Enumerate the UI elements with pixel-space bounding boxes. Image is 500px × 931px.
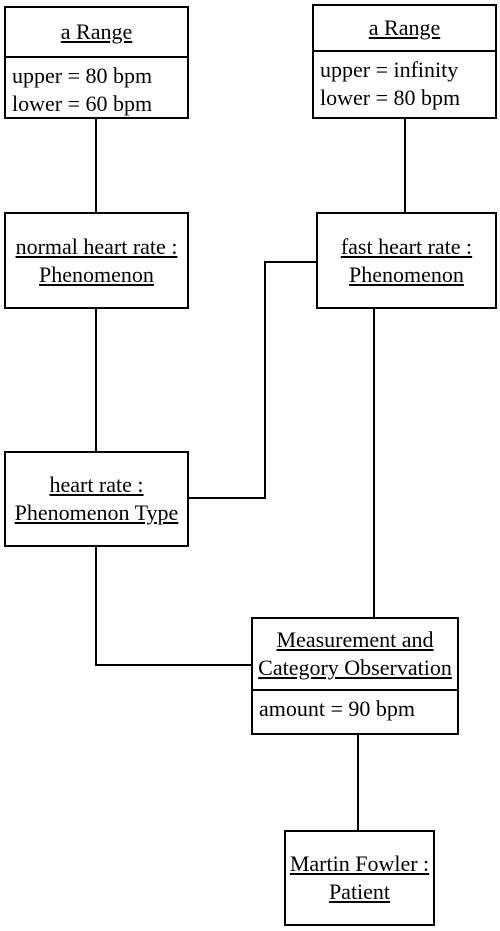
normal-heart-rate-name: normal heart rate : Phenomenon (6, 214, 187, 307)
heart-rate-line1: heart rate : (49, 472, 144, 497)
patient-object: Martin Fowler : Patient (284, 830, 435, 926)
link-heart-rate-to-observation (95, 547, 251, 666)
patient-line1: Martin Fowler : (289, 851, 430, 876)
range-fast-object: a Range upper = infinity lower = 80 bpm (312, 4, 497, 119)
normal-heart-rate-line2: Phenomenon (39, 261, 154, 287)
observation-object: Measurement and Category Observation amo… (251, 617, 459, 735)
range-fast-attributes: upper = infinity lower = 80 bpm (314, 50, 495, 112)
normal-heart-rate-line1: normal heart rate : (15, 233, 178, 259)
observation-line1: Measurement and (276, 627, 434, 652)
fast-heart-rate-line1: fast heart rate : (340, 233, 473, 259)
heart-rate-name: heart rate : Phenomenon Type (6, 453, 187, 545)
heart-rate-line2: Phenomenon Type (14, 500, 179, 525)
range-fast-name: a Range (368, 15, 441, 40)
observation-line2: Category Observation (258, 655, 452, 680)
range-fast-lower: lower = 80 bpm (320, 85, 461, 110)
range-normal-name: a Range (60, 19, 133, 44)
fast-heart-rate-line2: Phenomenon (349, 261, 464, 287)
range-normal-lower: lower = 60 bpm (12, 91, 153, 116)
fast-heart-rate-object: fast heart rate : Phenomenon (316, 212, 497, 309)
patient-line2: Patient (328, 879, 391, 904)
range-fast-upper: upper = infinity (320, 57, 459, 82)
range-normal-attributes: upper = 80 bpm lower = 60 bpm (6, 56, 187, 118)
observation-attributes: amount = 90 bpm (253, 689, 457, 723)
observation-name: Measurement and Category Observation (253, 619, 457, 689)
range-normal-upper: upper = 80 bpm (12, 63, 153, 88)
patient-name: Martin Fowler : Patient (286, 832, 433, 924)
normal-heart-rate-object: normal heart rate : Phenomenon (4, 212, 189, 309)
fast-heart-rate-name: fast heart rate : Phenomenon (318, 214, 495, 307)
range-normal-object: a Range upper = 80 bpm lower = 60 bpm (4, 6, 189, 119)
observation-amount: amount = 90 bpm (259, 696, 416, 721)
heart-rate-object: heart rate : Phenomenon Type (4, 451, 189, 547)
link-heart-rate-to-fast-heart-rate (189, 261, 316, 499)
